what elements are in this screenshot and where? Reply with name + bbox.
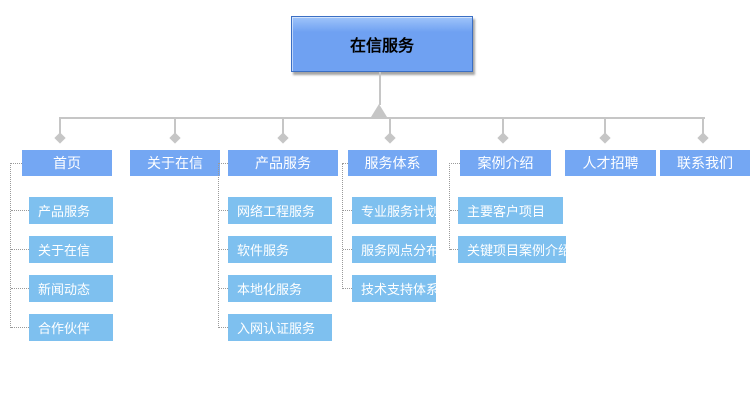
- branch-contact[interactable]: 联系我们: [660, 150, 750, 176]
- child-node[interactable]: 新闻动态: [29, 275, 113, 302]
- dotted-connector: [343, 210, 352, 211]
- child-node[interactable]: 软件服务: [228, 236, 332, 263]
- dotted-connector: [343, 249, 352, 250]
- branch-products[interactable]: 产品服务: [228, 150, 338, 176]
- branch-stub-line: [282, 119, 284, 135]
- root-trunk-line: [379, 72, 381, 105]
- branch-home[interactable]: 首页: [22, 150, 112, 176]
- dotted-connector: [219, 210, 228, 211]
- branch-diamond: [277, 132, 289, 144]
- child-node[interactable]: 技术支持体系: [352, 275, 439, 302]
- dotted-connector: [11, 210, 29, 211]
- dotted-connector: [218, 163, 228, 164]
- branch-about[interactable]: 关于在信: [130, 150, 220, 176]
- child-node[interactable]: 关键项目案例介绍: [458, 236, 571, 263]
- child-node[interactable]: 本地化服务: [228, 275, 332, 302]
- dotted-connector: [449, 163, 460, 164]
- dotted-connector: [10, 163, 11, 328]
- child-node[interactable]: 入网认证服务: [228, 314, 332, 341]
- dotted-connector: [450, 249, 458, 250]
- branch-stub-line: [174, 119, 176, 135]
- root-node-zaixin-services[interactable]: 在信服务: [291, 16, 473, 72]
- child-node[interactable]: 服务网点分布: [352, 236, 439, 263]
- child-node[interactable]: 合作伙伴: [29, 314, 113, 341]
- branch-rail-line: [59, 117, 705, 119]
- branch-stub-line: [702, 119, 704, 135]
- dotted-connector: [219, 249, 228, 250]
- child-node[interactable]: 产品服务: [29, 197, 113, 224]
- branch-stub-line: [59, 119, 61, 135]
- branch-diamond: [169, 132, 181, 144]
- branch-diamond: [497, 132, 509, 144]
- branch-service-system[interactable]: 服务体系: [348, 150, 437, 176]
- branch-diamond: [599, 132, 611, 144]
- dotted-connector: [343, 288, 352, 289]
- dotted-connector: [219, 327, 228, 328]
- dotted-connector: [342, 163, 343, 289]
- child-node[interactable]: 专业服务计划: [352, 197, 439, 224]
- branch-stub-line: [604, 119, 606, 135]
- branch-diamond: [697, 132, 709, 144]
- trunk-arrow: [371, 104, 387, 117]
- dotted-connector: [11, 327, 29, 328]
- branch-careers[interactable]: 人才招聘: [565, 150, 656, 176]
- dotted-connector: [342, 163, 348, 164]
- dotted-connector: [450, 210, 458, 211]
- child-node[interactable]: 关于在信: [29, 236, 113, 263]
- dotted-connector: [449, 163, 450, 250]
- branch-diamond: [54, 132, 66, 144]
- dotted-connector: [219, 288, 228, 289]
- dotted-connector: [218, 163, 219, 328]
- branch-cases[interactable]: 案例介绍: [460, 150, 551, 176]
- child-node[interactable]: 网络工程服务: [228, 197, 332, 224]
- dotted-connector: [11, 249, 29, 250]
- child-node[interactable]: 主要客户项目: [458, 197, 563, 224]
- branch-stub-line: [389, 119, 391, 135]
- dotted-connector: [11, 288, 29, 289]
- branch-diamond: [384, 132, 396, 144]
- branch-stub-line: [502, 119, 504, 135]
- dotted-connector: [10, 163, 22, 164]
